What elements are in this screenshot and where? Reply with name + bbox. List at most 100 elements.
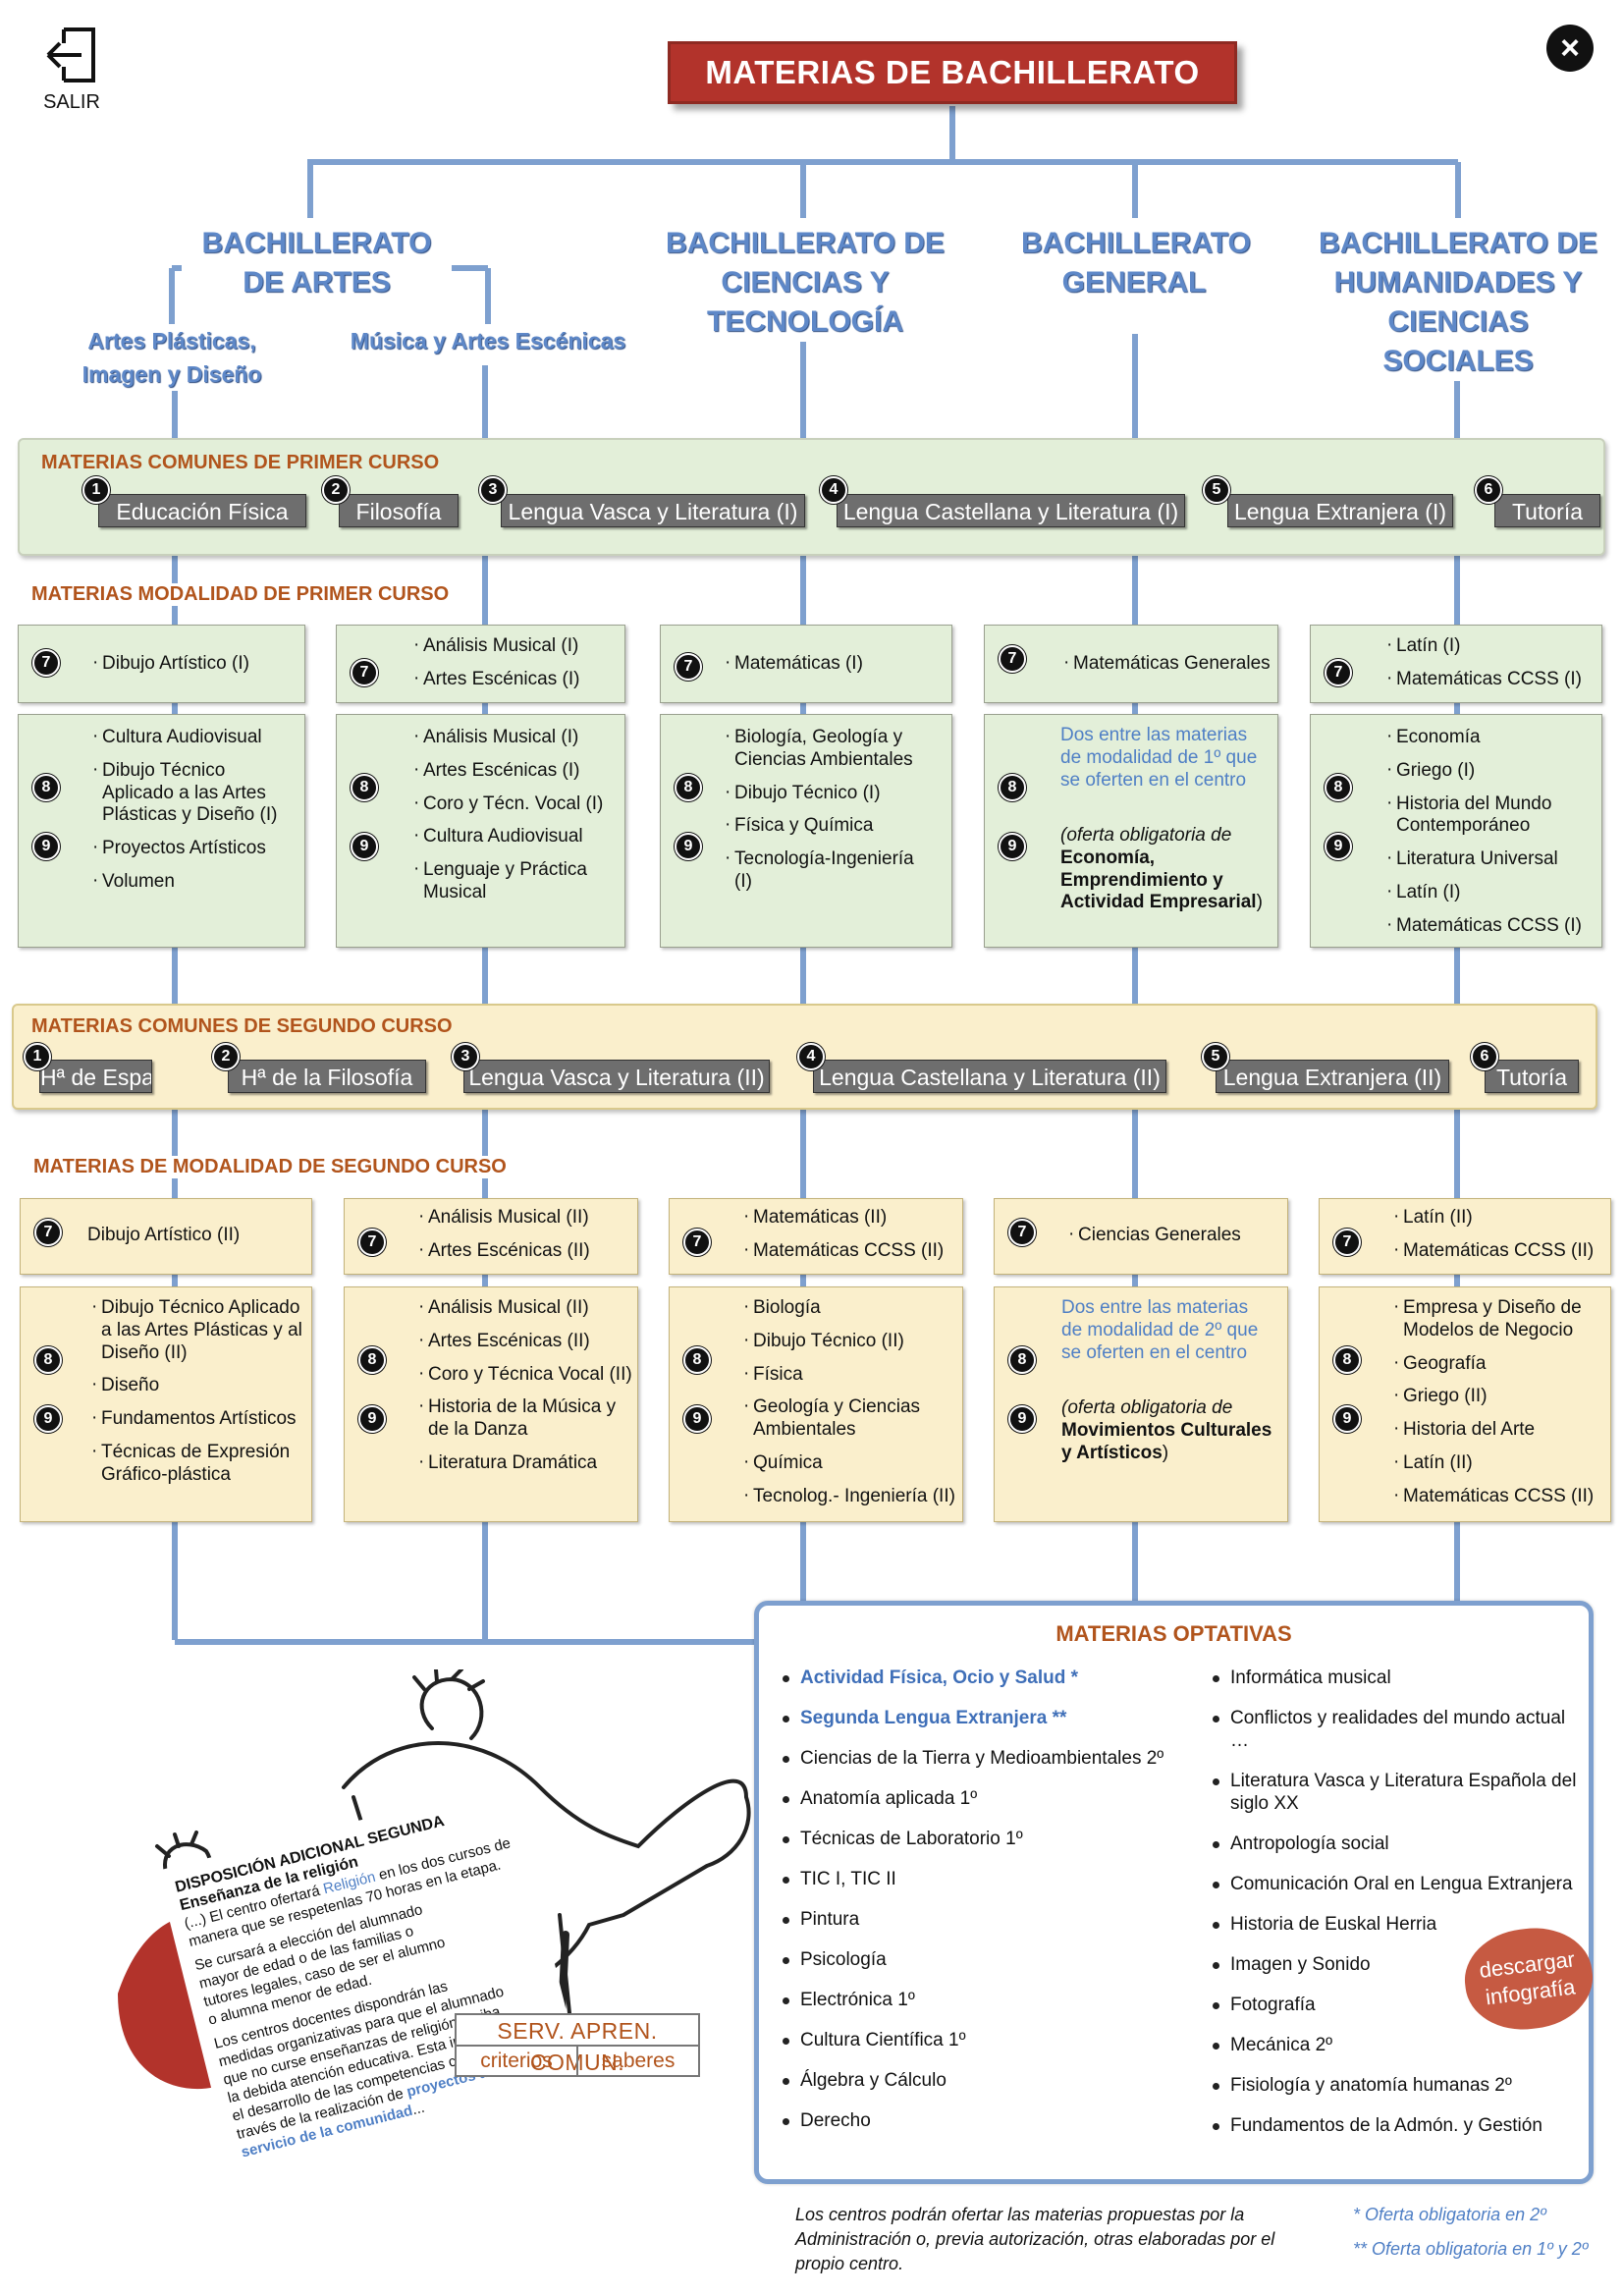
modalidad-card: 8 9 Economía Griego (I) Historia del Mun… bbox=[1310, 714, 1602, 948]
general-obligatoria: (oferta obligatoria de Economía, Emprend… bbox=[1060, 825, 1263, 913]
optativa-item: Antropología social bbox=[1213, 1832, 1586, 1855]
subject-item: Matemáticas (II) bbox=[743, 1206, 944, 1230]
modalidad-card: 7 Latín (II)Matemáticas CCSS (II) bbox=[1319, 1198, 1611, 1275]
section-title: MATERIAS DE MODALIDAD DE SEGUNDO CURSO bbox=[33, 1156, 507, 1178]
subject-item: Matemáticas (I) bbox=[725, 652, 863, 676]
serv-title: SERV. APREN. COMUN. bbox=[457, 2015, 698, 2075]
subject-item: Matemáticas Generales bbox=[1063, 652, 1271, 676]
subject-item: Matemáticas CCSS (I) bbox=[1386, 668, 1582, 691]
footnote-star2: ** Oferta obligatoria en 1º y 2º bbox=[1353, 2239, 1589, 2259]
subject-item: Dibujo Técnico Aplicado a las Artes Plás… bbox=[91, 1296, 305, 1364]
optativa-item: Informática musical bbox=[1213, 1667, 1586, 1689]
subject-item: Técnicas de Expresión Gráfico-plástica bbox=[91, 1441, 305, 1487]
number-badge: 9 bbox=[675, 833, 702, 860]
subject-item: Economía bbox=[1386, 726, 1593, 749]
optativa-item: Pintura bbox=[783, 1908, 1185, 1931]
subject-item: Dibujo Técnico Aplicado a las Artes Plás… bbox=[92, 759, 298, 827]
general-obligatoria: (oferta obligatoria de Movimientos Cultu… bbox=[1061, 1397, 1272, 1463]
subject-item: Historia de la Música y de la Danza bbox=[418, 1395, 632, 1442]
modalidad-card: 8 9 Dos entre las materias de modalidad … bbox=[994, 1286, 1288, 1522]
criterios-link[interactable]: criterios bbox=[457, 2047, 578, 2076]
number-badge: 7 bbox=[683, 1229, 711, 1256]
modalidad-card: 7 Dibujo Artístico (II) bbox=[20, 1198, 312, 1275]
number-badge: 7 bbox=[358, 1229, 386, 1256]
number-badge: 5 bbox=[1203, 476, 1230, 504]
subject-item: Química bbox=[743, 1451, 957, 1475]
number-badge: 8 bbox=[351, 774, 378, 801]
modalidad-card: 7 Matemáticas Generales bbox=[984, 625, 1278, 703]
modalidad-card: 8 9 Biología, Geología y Ciencias Ambien… bbox=[660, 714, 952, 948]
subject-pill: Educación Física bbox=[98, 494, 306, 527]
subject-pill: Tutoría bbox=[1494, 494, 1600, 527]
subject-pill: Lengua Vasca y Literatura (I) bbox=[501, 494, 805, 527]
number-badge: 3 bbox=[452, 1043, 479, 1070]
optativa-item: TIC I, TIC II bbox=[783, 1868, 1185, 1890]
optativa-item: Álgebra y Cálculo bbox=[783, 2069, 1185, 2092]
optativa-item: Fisiología y anatomía humanas 2º bbox=[1213, 2074, 1586, 2097]
subject-item: Volumen bbox=[92, 870, 298, 894]
subject-item: Cultura Audiovisual bbox=[92, 726, 298, 749]
modalidad-card: 8 9 Dos entre las materias de modalidad … bbox=[984, 714, 1278, 948]
subject-item: Lenguaje y Práctica Musical bbox=[413, 858, 620, 904]
number-badge: 2 bbox=[212, 1043, 240, 1070]
optativas-title: MATERIAS OPTATIVAS bbox=[1055, 1621, 1292, 1646]
subject-item: Cultura Audiovisual bbox=[413, 825, 620, 848]
number-badge: 8 bbox=[1325, 774, 1352, 801]
modalidad-card: 7 Matemáticas (II)Matemáticas CCSS (II) bbox=[669, 1198, 963, 1275]
number-badge: 9 bbox=[999, 833, 1026, 860]
subject-item: Artes Escénicas (I) bbox=[413, 668, 579, 691]
subject-item: Griego (I) bbox=[1386, 759, 1593, 783]
modalidad-card: 7 Matemáticas (I) bbox=[660, 625, 952, 703]
optativa-item: Anatomía aplicada 1º bbox=[783, 1787, 1185, 1810]
subject-item: Geografía bbox=[1393, 1352, 1607, 1376]
subject-item: Proyectos Artísticos bbox=[92, 837, 298, 860]
number-badge: 7 bbox=[1008, 1219, 1036, 1246]
modalidad-card: 8 9 Análisis Musical (I) Artes Escénicas… bbox=[336, 714, 625, 948]
number-badge: 7 bbox=[34, 1219, 62, 1246]
modalidad-card: 8 9 Dibujo Técnico Aplicado a las Artes … bbox=[20, 1286, 312, 1522]
subject-item: Coro y Técnica Vocal (II) bbox=[418, 1363, 632, 1387]
number-badge: 8 bbox=[34, 1346, 62, 1374]
subject-item: Artes Escénicas (II) bbox=[418, 1239, 590, 1263]
subject-item: Análisis Musical (I) bbox=[413, 634, 579, 658]
optativa-item: Ciencias de la Tierra y Medioambientales… bbox=[783, 1747, 1185, 1770]
modalidad-card: 7 Dibujo Artístico (I) bbox=[18, 625, 305, 703]
subject-item: Latín (I) bbox=[1386, 634, 1582, 658]
subject-pill: Lengua Extranjera (I) bbox=[1227, 494, 1453, 527]
section-title: MATERIAS MODALIDAD DE PRIMER CURSO bbox=[31, 583, 450, 606]
footer-note: Los centros podrán ofertar las materias … bbox=[795, 2205, 1275, 2273]
number-badge: 7 bbox=[351, 659, 378, 686]
general-note: Dos entre las materias de modalidad de 2… bbox=[1061, 1297, 1259, 1363]
number-badge: 9 bbox=[1325, 833, 1352, 860]
subject-item: Latín (II) bbox=[1393, 1451, 1607, 1475]
number-badge: 9 bbox=[1008, 1405, 1036, 1433]
subject-pill: Filosofía bbox=[339, 494, 459, 527]
branch-artes: BACHILLERATO DE ARTES bbox=[182, 224, 452, 302]
optativa-item: Imagen y Sonido bbox=[1213, 1953, 1586, 1976]
number-badge: 7 bbox=[1333, 1229, 1361, 1256]
subject-item: Matemáticas CCSS (II) bbox=[1393, 1485, 1607, 1508]
saberes-link[interactable]: saberes bbox=[601, 2050, 676, 2072]
subject-pill: Lengua Castellana y Literatura (I) bbox=[837, 494, 1185, 527]
number-badge: 8 bbox=[1008, 1346, 1036, 1374]
close-button[interactable]: × bbox=[1546, 25, 1594, 72]
number-badge: 6 bbox=[1471, 1043, 1498, 1070]
optativa-item: Conflictos y realidades del mundo actual… bbox=[1213, 1707, 1586, 1752]
optativa-item: Comunicación Oral en Lengua Extranjera bbox=[1213, 1873, 1586, 1895]
subject-item: Historia del Mundo Contemporáneo bbox=[1386, 793, 1593, 839]
optativa-item: Derecho bbox=[783, 2109, 1185, 2132]
exit-button[interactable]: SALIR bbox=[37, 26, 106, 120]
number-badge: 1 bbox=[82, 476, 110, 504]
subject-item: Tecnología-Ingeniería (I) bbox=[725, 847, 936, 894]
optativa-item: Fotografía bbox=[1213, 1994, 1586, 2016]
number-badge: 8 bbox=[1333, 1346, 1361, 1374]
subject-item: Historia del Arte bbox=[1393, 1418, 1607, 1442]
subject-item: Geología y Ciencias Ambientales bbox=[743, 1395, 957, 1442]
subject-item: Análisis Musical (II) bbox=[418, 1206, 590, 1230]
subject-item: Ciencias Generales bbox=[1068, 1224, 1241, 1247]
number-badge: 3 bbox=[479, 476, 507, 504]
number-badge: 7 bbox=[675, 653, 702, 681]
optativa-item: Literatura Vasca y Literatura Española d… bbox=[1213, 1770, 1586, 1815]
optativa-item: Mecánica 2º bbox=[1213, 2034, 1586, 2056]
number-badge: 4 bbox=[797, 1043, 825, 1070]
